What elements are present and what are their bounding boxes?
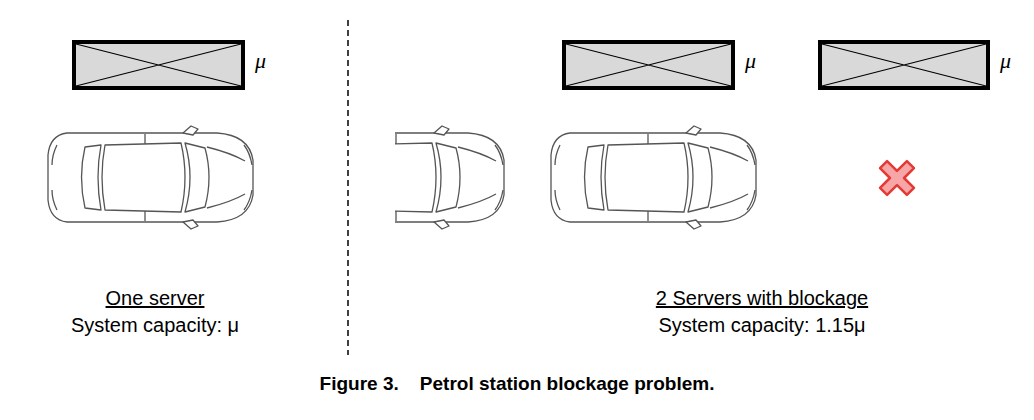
divider-line [347,20,349,355]
car [48,126,253,229]
scenario-heading: One server [106,286,205,310]
pump-box: μ [72,40,245,90]
capacity-note: System capacity: μ [71,313,239,337]
pump-box: μ [818,40,990,90]
pump-symbol [72,40,245,90]
scenario-heading: 2 Servers with blockage [656,286,868,310]
pump-symbol [818,40,990,90]
service-rate: μ [255,50,266,72]
service-rate: μ [1000,50,1011,72]
service-rate: μ [745,50,756,72]
queued-car [395,126,504,229]
car [551,126,756,229]
pump-symbol [562,40,735,90]
capacity-note: System capacity: 1.15μ [658,313,865,337]
figure-caption: Figure 3. Petrol station blockage proble… [320,373,715,396]
blocked-cross [870,151,924,205]
pump-box: μ [562,40,735,90]
